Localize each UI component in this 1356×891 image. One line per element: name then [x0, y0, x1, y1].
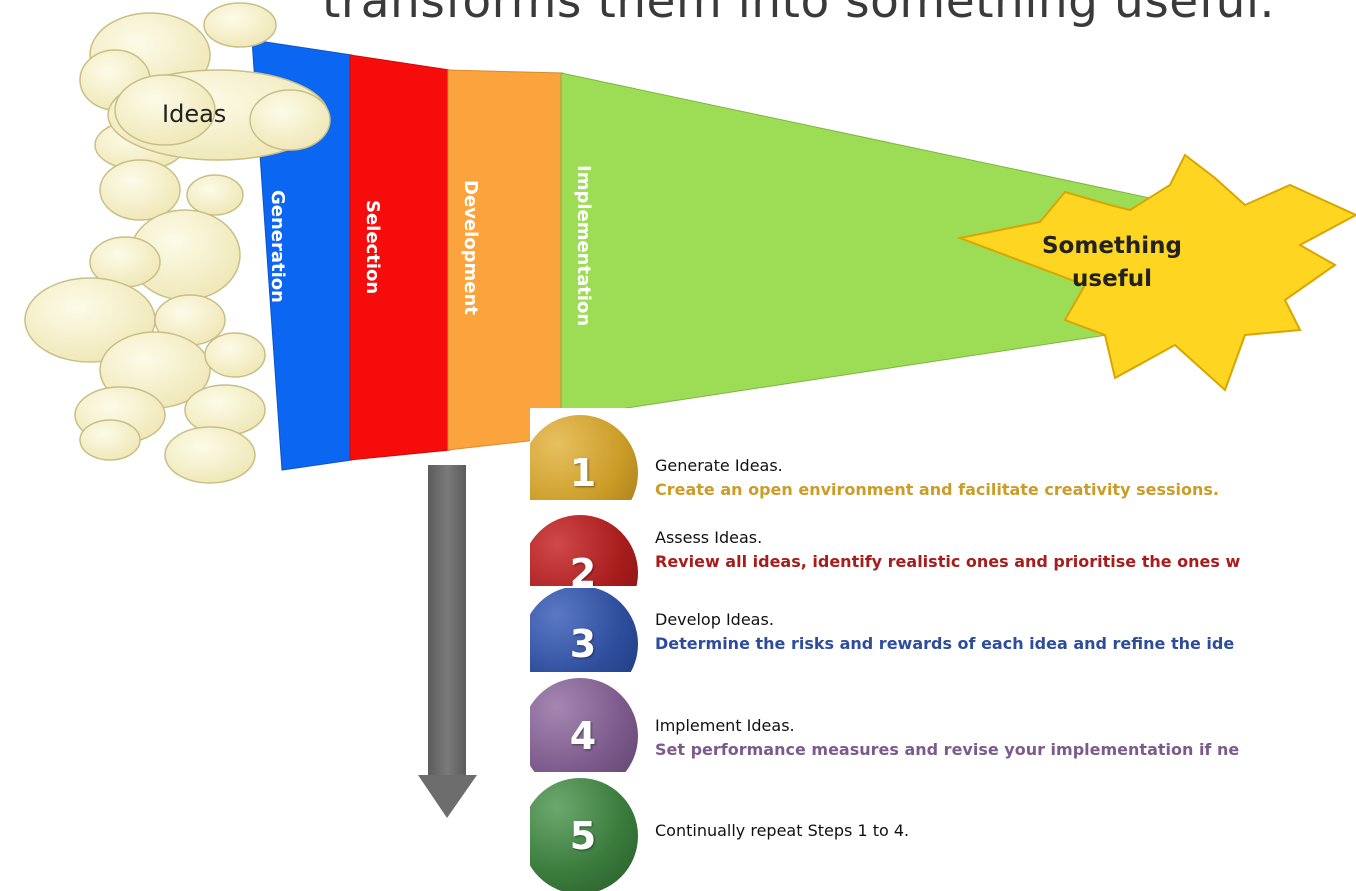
step-title: Implement Ideas.: [655, 716, 795, 735]
step-4: 4 Implement Ideas. Set performance measu…: [530, 676, 1356, 772]
stage-label-selection: Selection: [362, 200, 383, 295]
step-badge-1: 1: [530, 415, 638, 500]
steps-panel: 1 Generate Ideas. Create an open environ…: [530, 408, 1356, 891]
step-title: Develop Ideas.: [655, 610, 774, 629]
stage-label-generation: Generation: [267, 190, 288, 303]
step-description: Determine the risks and rewards of each …: [655, 634, 1235, 653]
step-description: Set performance measures and revise your…: [655, 740, 1240, 759]
stage-label-implementation: Implementation: [573, 165, 594, 327]
step-description: Create an open environment and facilitat…: [655, 480, 1219, 499]
outcome-line-2: useful: [1072, 266, 1152, 292]
something-useful-starburst: [956, 153, 1356, 392]
step-1: 1 Generate Ideas. Create an open environ…: [530, 408, 1356, 500]
step-description: Review all ideas, identify realistic one…: [655, 552, 1241, 571]
step-title: Assess Ideas.: [655, 528, 763, 547]
step-badge-5: 5: [530, 778, 638, 891]
page-title: transforms them into something useful.: [322, 0, 1275, 29]
step-5: 5 Continually repeat Steps 1 to 4.: [530, 778, 1356, 891]
step-3: 3 Develop Ideas. Determine the risks and…: [530, 588, 1356, 672]
step-title: Continually repeat Steps 1 to 4.: [655, 821, 910, 840]
step-badge-2: 2: [530, 515, 638, 586]
stage-label-development: Development: [460, 180, 481, 315]
ideas-cloud-cluster: [24, 2, 331, 484]
step-title: Generate Ideas.: [655, 456, 783, 475]
something-useful-label: Something useful: [1022, 230, 1202, 296]
ideas-label: Ideas: [162, 100, 227, 128]
step-badge-3: 3: [530, 588, 638, 672]
step-2: 2 Assess Ideas. Review all ideas, identi…: [530, 508, 1356, 588]
step-badge-4: 4: [530, 678, 638, 772]
down-arrow: [418, 465, 477, 818]
outcome-line-1: Something: [1041, 233, 1183, 259]
